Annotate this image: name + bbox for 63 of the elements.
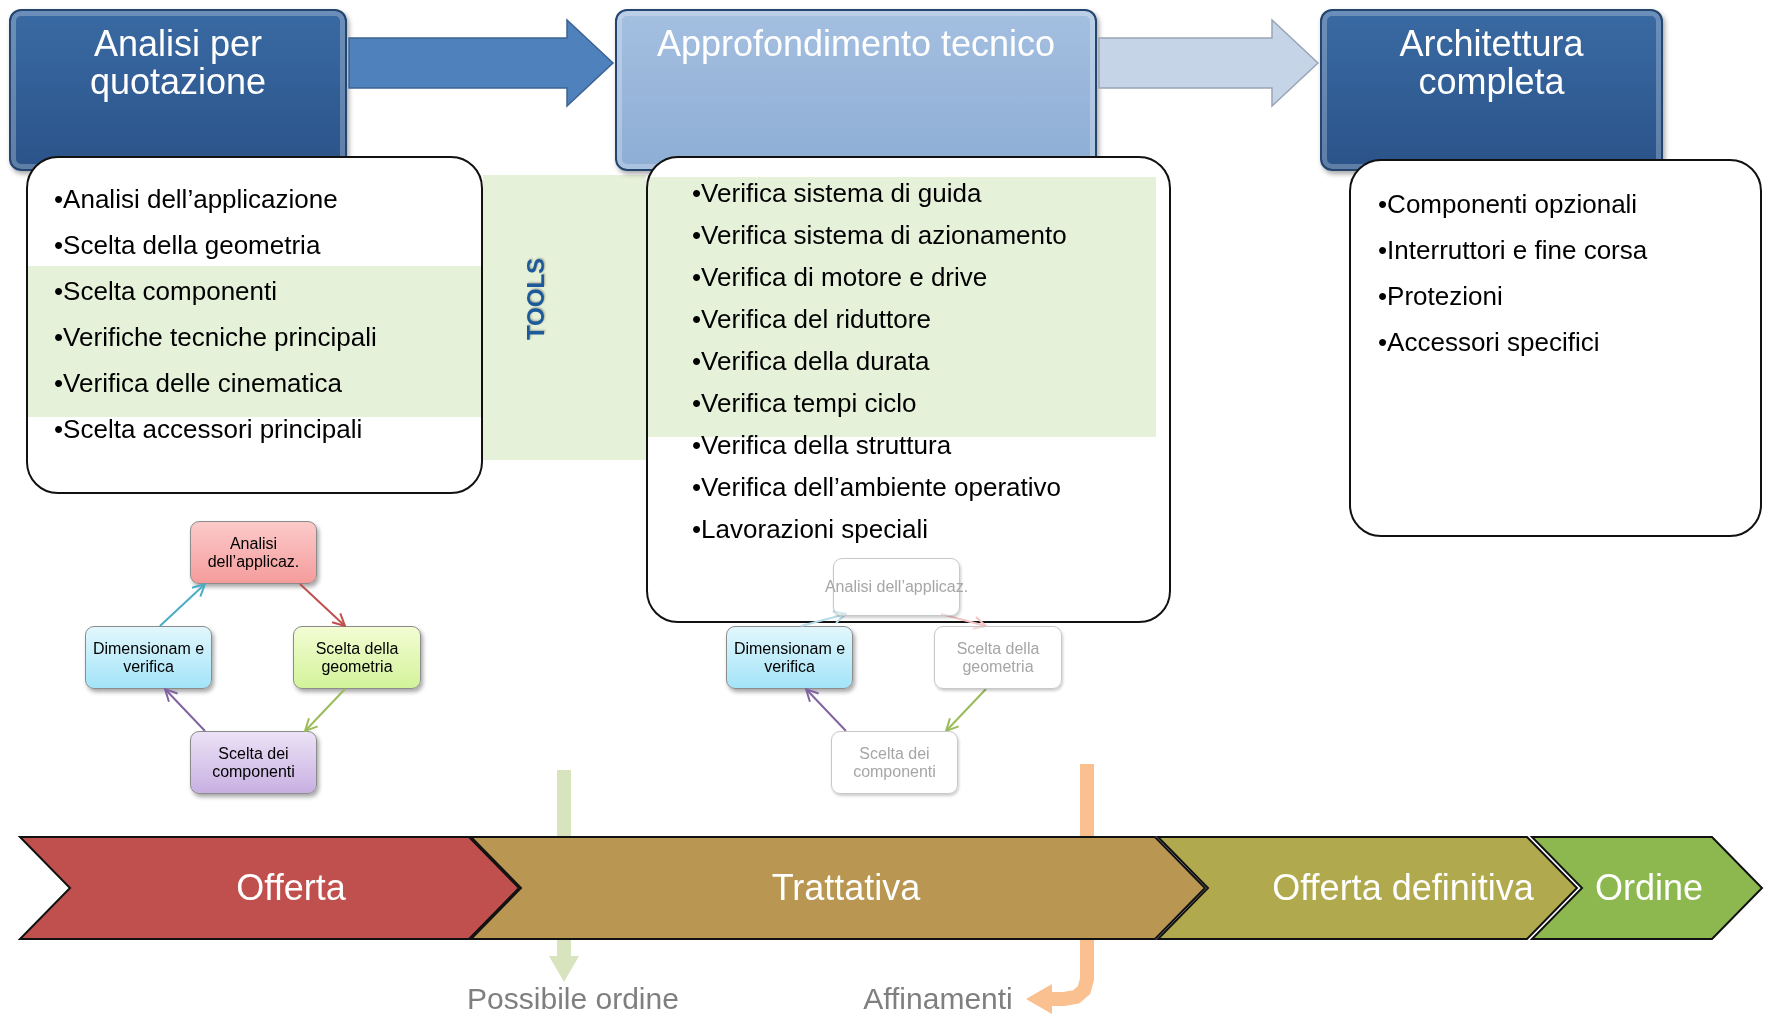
stage-label: Ordine [1594,866,1704,910]
header-title: Approfondimento tecnico [656,25,1056,63]
list-item: •Scelta accessori principali [54,413,363,446]
step-label: Scelta dei componenti [211,744,296,781]
block-arrow [1098,18,1320,108]
arrow [158,583,206,627]
list-item: •Scelta della geometria [54,229,321,262]
arrow [164,688,206,732]
list-panel [646,156,1171,623]
list-item: •Verifica dell’ambiente operativo [692,471,1061,504]
step-box [190,521,317,584]
annotation-text: Possibile ordine [467,982,679,1016]
arrow [805,688,847,732]
list-panel [1349,159,1762,537]
stage-label: Offerta [236,866,346,910]
list-item: •Lavorazioni speciali [692,513,928,546]
list-item: •Verifica di motore e drive [692,261,988,294]
process-step [1532,837,1762,939]
list-item: •Verifica della struttura [692,429,952,462]
block-arrow [348,18,615,108]
list-item: •Interruttori e fine corsa [1378,234,1648,267]
step-box [190,731,317,794]
arrow [945,688,987,732]
stage-label: Offerta definitiva [1272,866,1534,910]
header-box [1320,9,1663,171]
header-box [615,9,1097,171]
step-box [726,626,853,689]
header-title: Analisi per quotazione [88,25,268,101]
list-item: •Verifica tempi ciclo [692,387,917,420]
arrow [304,688,346,732]
step-box [293,626,421,689]
list-item: •Protezioni [1378,280,1503,313]
process-step [471,837,1205,939]
step-label: Scelta della geometria [314,639,400,676]
list-item: •Verifica sistema di azionamento [692,219,1067,252]
list-item: •Verifica delle cinematica [54,367,343,400]
step-box [85,626,212,689]
step-label: Analisi dell’applicaz. [206,534,301,571]
list-item: •Verifiche tecniche principali [54,321,377,354]
header-title: Architettura completa [1398,25,1585,101]
list-item: •Verifica sistema di guida [692,177,982,210]
annotation-text: Affinamenti [863,982,1013,1016]
header-box [9,9,347,171]
list-item: •Scelta componenti [54,275,277,308]
vertical-label: TOOLS [523,257,550,341]
list-panel [26,156,483,494]
step-label: Dimensionam e verifica [732,639,847,676]
list-item: •Componenti opzionali [1378,188,1638,221]
list-item: •Verifica della durata [692,345,930,378]
arrow [299,583,346,627]
step-box [934,626,1062,689]
list-item: •Accessori specifici [1378,326,1600,359]
list-item: •Analisi dell’applicazione [54,183,338,216]
step-label: Analisi dell’applicaz. [824,578,969,596]
step-box [831,731,958,794]
process-step [20,837,519,939]
arrow [940,613,987,630]
step-label: Scelta dei componenti [852,744,937,781]
stage-label: Trattativa [771,866,921,910]
list-item: •Verifica del riduttore [692,303,931,336]
step-label: Dimensionam e verifica [91,639,206,676]
arrow [799,610,847,627]
step-label: Scelta della geometria [955,639,1041,676]
